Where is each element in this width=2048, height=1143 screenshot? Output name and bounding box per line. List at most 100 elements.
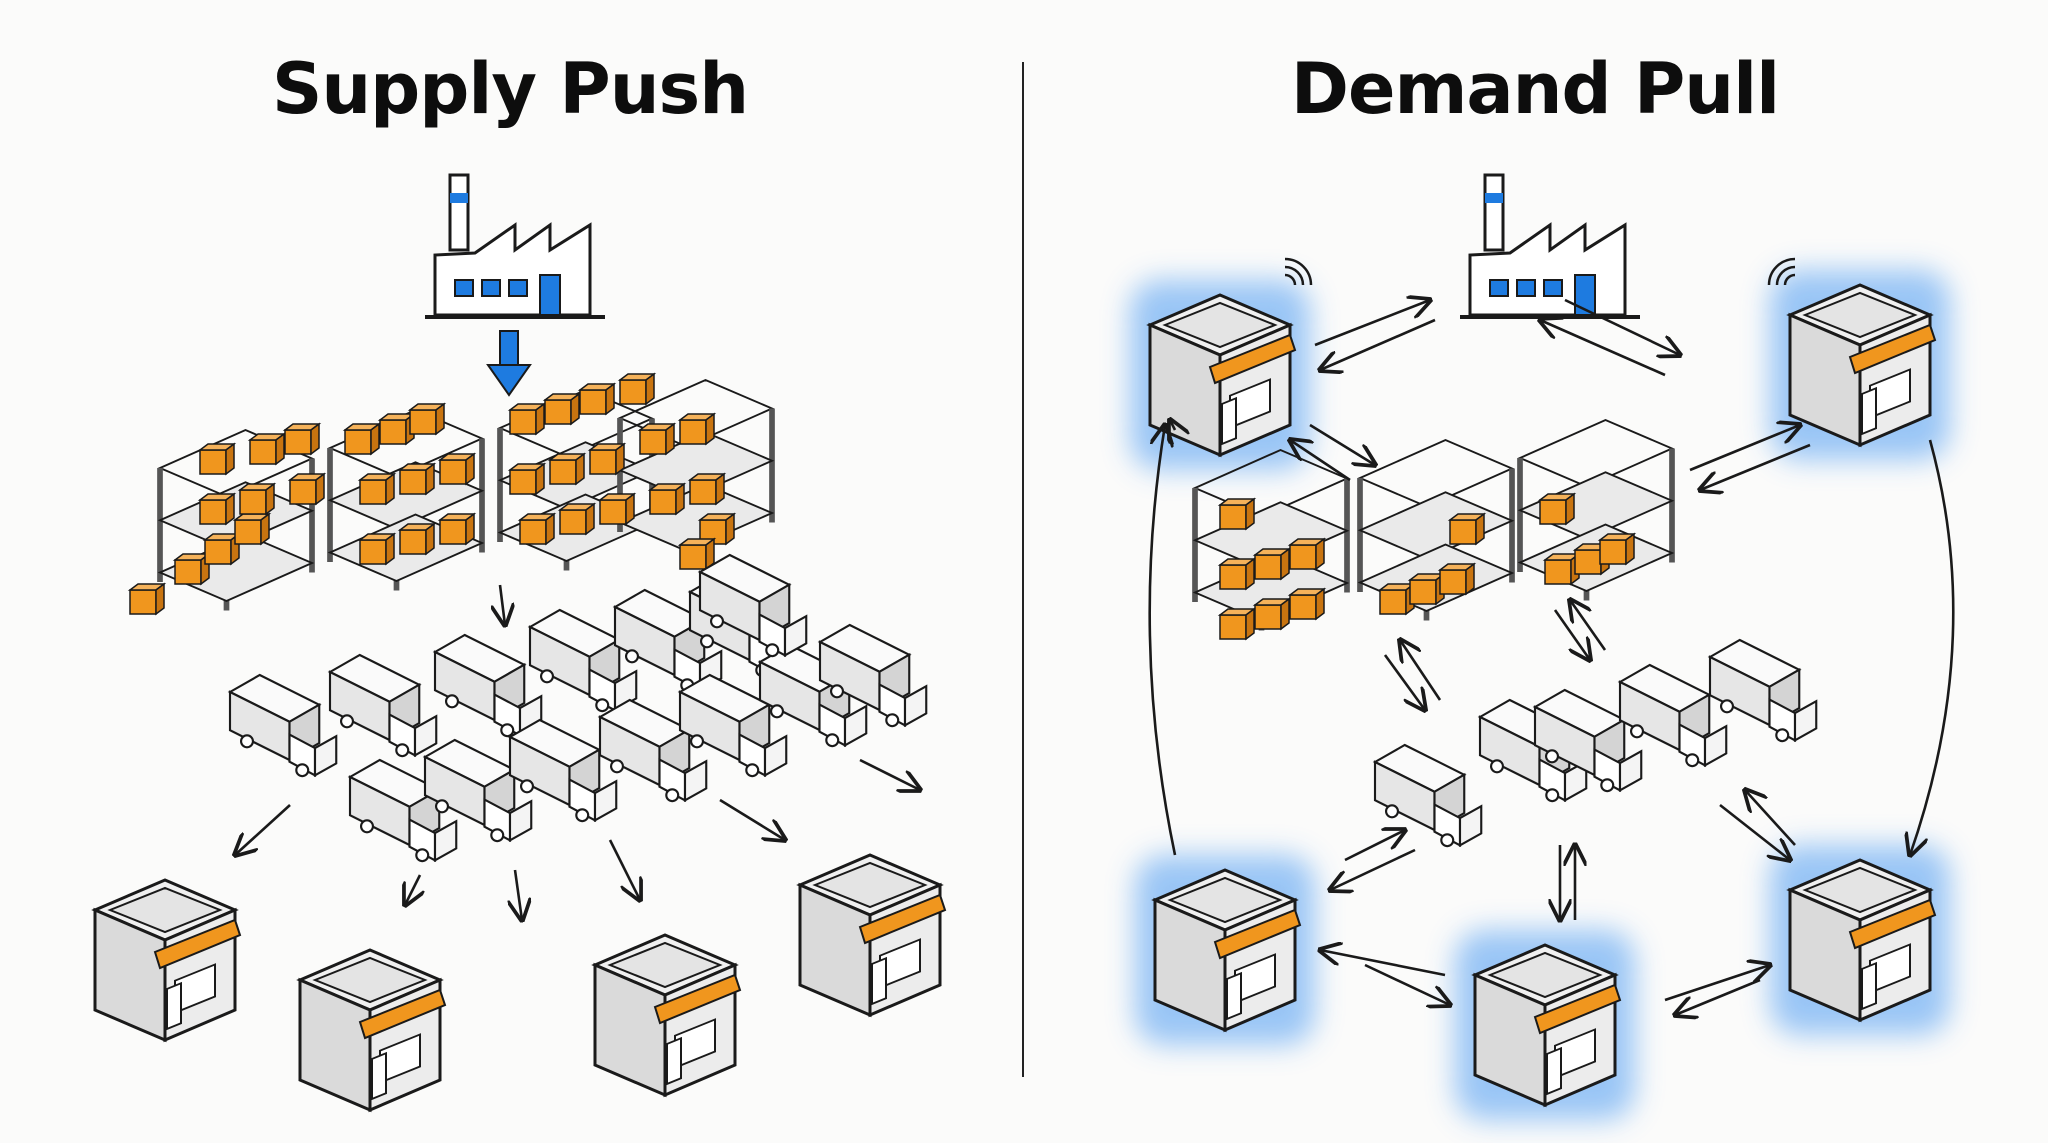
store-icon <box>1786 283 1937 448</box>
store-icon <box>91 878 242 1043</box>
inventory-box-icon <box>507 402 547 436</box>
inventory-box-icon <box>507 462 547 496</box>
inventory-box-icon <box>617 372 657 406</box>
delivery-truck-icon <box>677 673 788 778</box>
delivery-truck-icon <box>432 633 543 738</box>
push-arrow-icon <box>486 330 532 397</box>
store-icon <box>1471 943 1622 1108</box>
delivery-truck-icon <box>1707 638 1818 743</box>
inventory-box-icon <box>1537 492 1577 526</box>
delivery-truck-icon <box>327 653 438 758</box>
inventory-box-icon <box>1447 512 1487 546</box>
flow-arrow <box>1553 609 1590 660</box>
flow-arrow <box>1675 978 1761 1015</box>
inventory-box-icon <box>127 582 167 616</box>
flow-arrow <box>608 839 640 900</box>
flow-arrow <box>1564 298 1680 355</box>
delivery-truck-icon <box>347 758 458 863</box>
inventory-box-icon <box>1252 547 1292 581</box>
factory-icon <box>1460 173 1640 319</box>
delivery-truck-icon <box>817 623 928 728</box>
flow-arrow <box>1664 965 1770 1002</box>
inventory-box-icon <box>542 392 582 426</box>
inventory-box-icon <box>597 492 637 526</box>
flow-arrow <box>1383 654 1425 710</box>
store-icon <box>1146 293 1297 458</box>
inventory-box-icon <box>1287 537 1327 571</box>
delivery-truck-icon <box>597 698 708 803</box>
supply-push-title: Supply Push <box>271 48 749 130</box>
inventory-box-icon <box>197 492 237 526</box>
inventory-box-icon <box>342 422 382 456</box>
store-icon <box>591 933 742 1098</box>
delivery-truck-icon <box>507 718 618 823</box>
inventory-box-icon <box>677 537 717 571</box>
inventory-box-icon <box>1252 597 1292 631</box>
store-icon <box>296 948 447 1113</box>
delivery-truck-icon <box>1372 743 1483 848</box>
delivery-truck-icon <box>422 738 533 843</box>
flow-arrow <box>1320 318 1436 370</box>
inventory-box-icon <box>577 382 617 416</box>
supply-push-diagram <box>91 173 947 1113</box>
inventory-box-icon <box>1287 587 1327 621</box>
flow-arrow <box>500 584 505 625</box>
flow-arrow <box>1290 440 1351 482</box>
inventory-box-icon <box>587 442 627 476</box>
inventory-box-icon <box>1542 552 1582 586</box>
flow-arrow <box>1314 300 1430 347</box>
flow-arrow <box>1320 950 1446 977</box>
inventory-box-icon <box>697 512 737 546</box>
flow-arrow <box>515 869 522 920</box>
inventory-box-icon <box>202 532 242 566</box>
inventory-box-icon <box>377 412 417 446</box>
inventory-box-icon <box>437 452 477 486</box>
signal-icon <box>1775 265 1796 286</box>
inventory-box-icon <box>1407 572 1447 606</box>
flow-arrow <box>405 874 420 905</box>
feedback-arrow <box>1148 425 1177 856</box>
signal-icon <box>1284 257 1313 286</box>
inventory-box-icon <box>397 462 437 496</box>
store-icon <box>1786 858 1937 1023</box>
inventory-box-icon <box>1217 497 1257 531</box>
inventory-box-icon <box>647 482 687 516</box>
inventory-box-icon <box>547 452 587 486</box>
inventory-box-icon <box>1377 582 1417 616</box>
inventory-box-icon <box>1437 562 1477 596</box>
signal-icon <box>1767 257 1796 286</box>
inventory-box-icon <box>397 522 437 556</box>
inventory-box-icon <box>677 412 717 446</box>
flow-arrow <box>235 804 291 855</box>
flow-arrow <box>1719 803 1790 860</box>
inventory-box-icon <box>1217 557 1257 591</box>
inventory-box-icon <box>282 422 322 456</box>
inventory-box-icon <box>357 472 397 506</box>
inventory-box-icon <box>407 402 447 436</box>
inventory-box-icon <box>437 512 477 546</box>
demand-pull-title: Demand Pull <box>1290 48 1780 130</box>
flow-arrow <box>1570 600 1607 651</box>
flow-arrow <box>1330 848 1416 890</box>
flow-arrow <box>1400 640 1442 701</box>
inventory-box-icon <box>557 502 597 536</box>
inventory-box-icon <box>232 512 272 546</box>
store-icon <box>796 853 947 1018</box>
store-icon <box>1151 868 1302 1033</box>
warehouse-shelf-icon <box>617 378 775 561</box>
inventory-box-icon <box>517 512 557 546</box>
inventory-box-icon <box>357 532 397 566</box>
delivery-truck-icon <box>227 673 338 778</box>
signal-icon <box>1284 265 1305 286</box>
factory-icon <box>425 173 605 319</box>
signal-icon <box>1783 273 1796 286</box>
demand-pull-diagram <box>1130 173 1955 1120</box>
feedback-arrow <box>1170 420 1175 430</box>
delivery-truck-icon <box>527 608 638 713</box>
inventory-box-icon <box>1597 532 1637 566</box>
inventory-box-icon <box>237 482 277 516</box>
flow-arrow <box>1700 443 1811 490</box>
inventory-box-icon <box>247 432 287 466</box>
inventory-box-icon <box>197 442 237 476</box>
